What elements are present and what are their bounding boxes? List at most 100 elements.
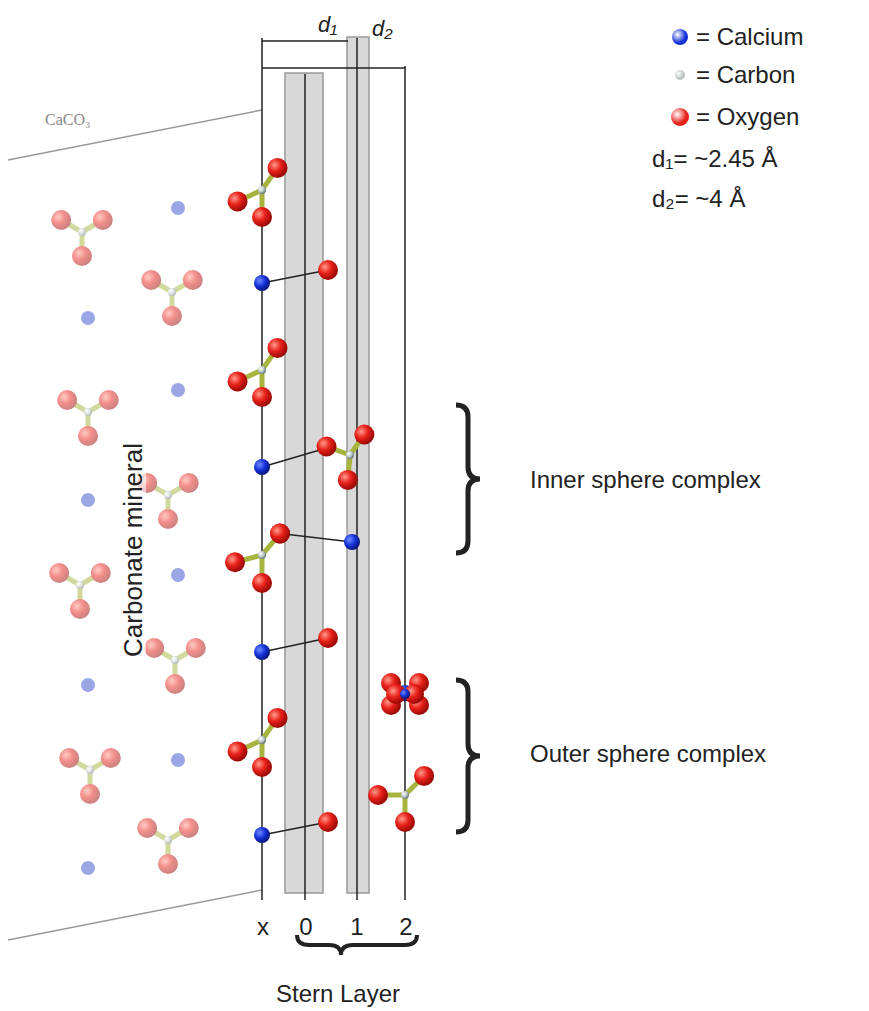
distance-note: d₂= ~4 Å — [652, 187, 745, 211]
calcium-atom — [254, 275, 270, 291]
calcium-atom — [81, 678, 95, 692]
oxygen-atom — [228, 191, 248, 211]
carbon-atom — [401, 791, 409, 799]
oxygen-atom — [59, 748, 79, 768]
layer-lines — [8, 37, 480, 955]
carbon-atom — [346, 451, 354, 459]
bond — [262, 822, 328, 835]
oxygen-atom — [93, 210, 113, 230]
oxygen-atom — [179, 473, 199, 493]
calcium-atom — [254, 827, 270, 843]
complex-label: Inner sphere complex — [530, 468, 761, 492]
oxygen-atom — [228, 371, 248, 391]
carbon-atom — [258, 551, 266, 559]
oxygen-atom — [179, 818, 199, 838]
plane-number: 1 — [350, 915, 363, 939]
oxygen-atom — [158, 509, 178, 529]
legend-text: = Oxygen — [696, 105, 799, 129]
calcium-atom — [81, 311, 95, 325]
carbon-atom — [258, 736, 266, 744]
calcium-atom — [344, 534, 360, 550]
oxygen-atom — [70, 599, 90, 619]
bulk-atoms — [49, 201, 206, 875]
calcium-atom — [171, 753, 185, 767]
plane-number: 0 — [299, 915, 312, 939]
mineral-label: CaCO₃ — [45, 112, 91, 128]
carbon-atom — [86, 766, 94, 774]
oxygen-atom — [267, 158, 287, 178]
calcium-atom — [254, 459, 270, 475]
calcium-atom — [171, 383, 185, 397]
oxygen-atom — [270, 524, 290, 544]
oxygen-atom — [318, 260, 338, 280]
dimension-label: d₂ — [372, 18, 393, 40]
oxygen-atom — [317, 436, 337, 456]
carbon-atom — [258, 366, 266, 374]
carbon-atom — [164, 836, 172, 844]
carbon-atom — [78, 228, 86, 236]
surface-atoms — [225, 158, 434, 843]
oxygen-atom — [228, 741, 248, 761]
oxygen-atom — [368, 785, 388, 805]
oxygen-atom — [354, 425, 374, 445]
oxygen-atom — [158, 854, 178, 874]
calcium-atom — [254, 644, 270, 660]
legend-text: = Calcium — [696, 25, 803, 49]
oxygen-atom — [80, 784, 100, 804]
oxygen-atom — [165, 674, 185, 694]
oxygen-atom — [141, 270, 161, 290]
oxygen-atom — [57, 390, 77, 410]
legend-text: = Carbon — [696, 63, 795, 87]
oxygen-atom — [78, 426, 98, 446]
bond — [262, 638, 328, 652]
calcium-atom — [400, 689, 410, 699]
oxygen-atom — [338, 470, 358, 490]
bond — [280, 534, 352, 542]
calcium-atom — [171, 568, 185, 582]
legend-swatch — [672, 29, 688, 45]
oxygen-atom — [270, 524, 290, 544]
calcium-atom — [171, 201, 185, 215]
calcium-atom — [81, 861, 95, 875]
layer-label: Stern Layer — [276, 982, 400, 1006]
region-label: Carbonate mineral — [120, 443, 146, 657]
complex-label: Outer sphere complex — [530, 742, 766, 766]
oxygen-atom — [267, 338, 287, 358]
carbon-atom — [164, 491, 172, 499]
carbon-atom — [171, 656, 179, 664]
oxygen-atom — [137, 818, 157, 838]
dimension-label: d₁ — [318, 14, 337, 36]
carbon-atom — [168, 288, 176, 296]
oxygen-atom — [101, 748, 121, 768]
oxygen-atom — [72, 246, 92, 266]
calcium-atom — [81, 493, 95, 507]
oxygen-atom — [162, 306, 182, 326]
oxygen-atom — [318, 628, 338, 648]
bond — [262, 270, 328, 283]
oxygen-atom — [99, 390, 119, 410]
carbon-atom — [258, 186, 266, 194]
plane-number: x — [257, 915, 269, 939]
oxygen-atom — [183, 270, 203, 290]
oxygen-atom — [186, 638, 206, 658]
oxygen-atom — [91, 563, 111, 583]
oxygen-atom — [51, 210, 71, 230]
oxygen-atom — [252, 207, 272, 227]
oxygen-atom — [267, 708, 287, 728]
oxygen-atom — [252, 573, 272, 593]
oxygen-atom — [252, 757, 272, 777]
oxygen-atom — [414, 766, 434, 786]
legend-swatch — [671, 108, 689, 126]
plane-number: 2 — [399, 915, 412, 939]
oxygen-atom — [225, 552, 245, 572]
oxygen-atom — [318, 812, 338, 832]
legend-swatch — [675, 70, 685, 80]
oxygen-atom — [252, 387, 272, 407]
oxygen-atom — [395, 812, 415, 832]
oxygen-atom — [144, 638, 164, 658]
carbon-atom — [84, 408, 92, 416]
carbon-atom — [76, 581, 84, 589]
oxygen-atom — [49, 563, 69, 583]
distance-note: d₁= ~2.45 Å — [652, 147, 778, 171]
